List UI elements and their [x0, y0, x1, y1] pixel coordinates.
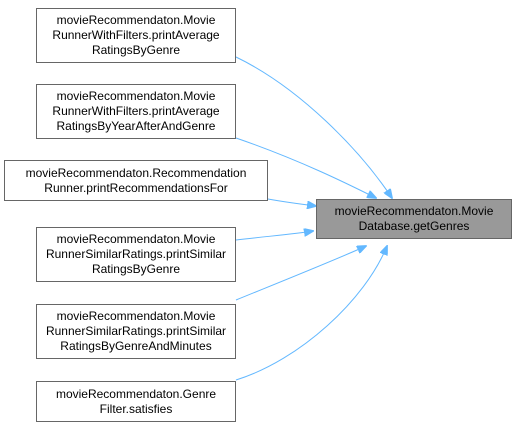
caller-4-line-1: movieRecommendaton.Movie: [56, 232, 216, 246]
target-node-movie-database-get-genres: movieRecommendaton.Movie Database.getGen…: [316, 199, 512, 239]
caller-1-line-2: RunnerWithFilters.printAverage: [52, 28, 220, 42]
edge-caller-1: [235, 56, 392, 198]
caller-5-line-3: RatingsByGenreAndMinutes: [60, 339, 212, 353]
caller-2-line-1: movieRecommendaton.Movie: [56, 89, 216, 103]
edge-caller-6: [235, 246, 387, 381]
caller-3-line-1: movieRecommendaton.Recommendation: [25, 165, 247, 180]
caller-2-line-2: RunnerWithFilters.printAverage: [52, 104, 220, 118]
caller-4-line-2: RunnerSimilarRatings.printSimilar: [45, 247, 227, 261]
caller-node-print-average-ratings-by-genre[interactable]: movieRecommendaton.Movie RunnerWithFilte…: [36, 8, 236, 63]
target-node-line-1: movieRecommendaton.Movie: [334, 204, 494, 218]
caller-4-line-3: RatingsByGenre: [91, 262, 181, 276]
edge-caller-3: [267, 198, 316, 206]
caller-node-print-recommendations-for[interactable]: movieRecommendaton.Recommendation Runner…: [4, 160, 268, 201]
target-node-line-2: Database.getGenres: [358, 219, 470, 233]
caller-5-line-2: RunnerSimilarRatings.printSimilar: [45, 324, 227, 338]
caller-3-line-2: Runner.printRecommendationsFor: [44, 180, 228, 195]
edge-caller-2: [235, 137, 376, 198]
caller-6-line-1: movieRecommendaton.Genre: [55, 386, 217, 401]
caller-6-line-2: Filter.satisfies: [99, 401, 173, 416]
edge-caller-5: [235, 246, 366, 301]
caller-node-print-similar-ratings-by-genre[interactable]: movieRecommendaton.Movie RunnerSimilarRa…: [36, 227, 236, 282]
caller-node-genre-filter-satisfies[interactable]: movieRecommendaton.Genre Filter.satisfie…: [36, 381, 236, 422]
caller-node-print-similar-ratings-by-genre-and-minutes[interactable]: movieRecommendaton.Movie RunnerSimilarRa…: [36, 304, 236, 359]
caller-2-line-3: RatingsByYearAfterAndGenre: [56, 119, 216, 133]
caller-5-line-1: movieRecommendaton.Movie: [56, 309, 216, 323]
edge-caller-4: [235, 231, 313, 241]
caller-1-line-1: movieRecommendaton.Movie: [56, 13, 216, 27]
caller-node-print-average-ratings-by-year-after-and-genre[interactable]: movieRecommendaton.Movie RunnerWithFilte…: [36, 84, 236, 139]
caller-1-line-3: RatingsByGenre: [91, 43, 181, 57]
